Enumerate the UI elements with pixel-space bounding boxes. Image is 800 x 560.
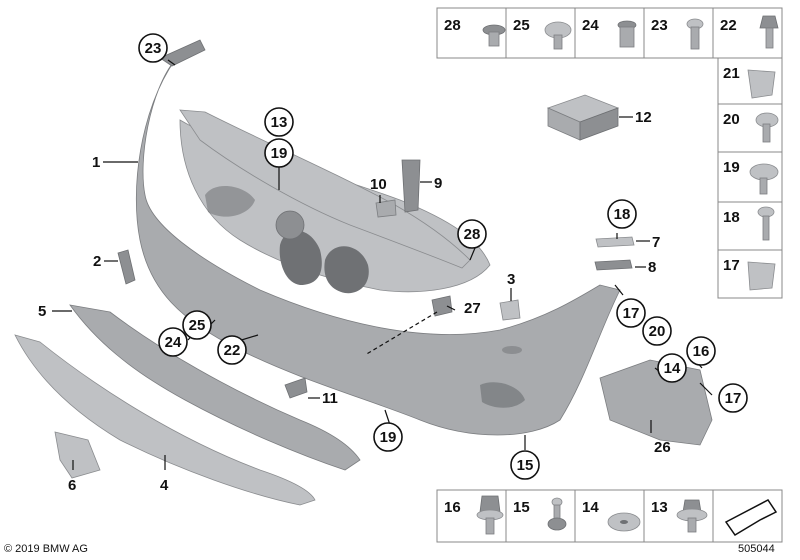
lower-spoiler-strips [14, 304, 361, 506]
small-bracket [375, 199, 397, 218]
svg-text:19: 19 [380, 429, 397, 446]
svg-text:15: 15 [517, 457, 534, 474]
callout-19: 19 [373, 422, 403, 452]
svg-text:14: 14 [664, 360, 681, 377]
callout-12: 12 [635, 109, 652, 126]
grid-top-label-25: 25 [513, 17, 530, 34]
callout-20: 20 [642, 316, 672, 346]
callout-10: 10 [370, 176, 387, 193]
spoiler-end-cap [54, 431, 101, 479]
callout-16: 16 [686, 336, 716, 366]
callout-18: 18 [607, 199, 637, 229]
trim-strip-upper [595, 236, 635, 248]
callout-6: 6 [68, 477, 76, 494]
svg-text:28: 28 [464, 226, 481, 243]
grid-right-label-17: 17 [723, 257, 740, 274]
grid-top-label-23: 23 [651, 17, 668, 34]
callout-7: 7 [652, 234, 660, 251]
direction-arrow-icon [724, 499, 778, 537]
callout-21: 19 [264, 138, 294, 168]
foam-block [546, 94, 620, 141]
fastener-grid-labels: 28 25 24 23 22 21 20 19 18 17 16 15 14 1… [444, 17, 740, 516]
callout-17a: 17 [616, 298, 646, 328]
fastener-20-icon [755, 112, 779, 143]
upper-grille-carrier [179, 109, 471, 269]
callout-1: 1 [92, 154, 100, 171]
grid-top-label-22: 22 [720, 17, 737, 34]
grid-right-label-21: 21 [723, 65, 740, 82]
svg-text:19: 19 [271, 145, 288, 162]
bumper-edge-tip [159, 39, 206, 67]
trim-strip-lower [594, 259, 633, 271]
callout-25: 25 [182, 310, 212, 340]
callout-14: 14 [657, 353, 687, 383]
callout-labels: 1 2 3 4 5 6 7 8 9 10 11 12 26 27 13 19 1… [38, 33, 748, 494]
tow-eye-cover [499, 299, 521, 321]
grid-bottom-label-15: 15 [513, 499, 530, 516]
callout-2: 2 [93, 253, 101, 270]
fastener-18-icon [757, 206, 775, 241]
center-bracket [401, 159, 421, 213]
callout-22: 22 [217, 335, 247, 365]
svg-text:24: 24 [165, 334, 182, 351]
callout-26: 26 [654, 439, 671, 456]
callout-13: 13 [264, 107, 294, 137]
callout-15: 15 [510, 450, 540, 480]
callout-24: 24 [158, 327, 188, 357]
grid-bottom-label-14: 14 [582, 499, 599, 516]
callout-23: 23 [138, 33, 168, 63]
fastener-22-icon [759, 15, 779, 49]
fastener-grid-bottom [436, 489, 783, 543]
svg-text:23: 23 [145, 40, 162, 57]
fastener-15-icon [547, 497, 567, 531]
fastener-14-icon [607, 512, 641, 532]
svg-text:20: 20 [649, 323, 666, 340]
fastener-19-icon [749, 163, 779, 195]
fastener-13-icon [676, 499, 708, 533]
grid-bottom-label-16: 16 [444, 499, 461, 516]
grid-right-label-18: 18 [723, 209, 740, 226]
fastener-17-icon [747, 261, 776, 291]
svg-text:25: 25 [189, 317, 206, 334]
side-mount-bracket [599, 359, 713, 446]
left-reflector [117, 249, 136, 285]
copyright-text: © 2019 BMW AG [4, 543, 88, 555]
fastener-28-icon [482, 24, 506, 47]
callout-9: 9 [434, 175, 442, 192]
callout-11: 11 [322, 390, 338, 407]
lower-small-bracket [284, 377, 308, 399]
fastener-grid-right [717, 57, 783, 299]
fastener-24-icon [617, 20, 637, 48]
bracket-clip [431, 295, 453, 317]
fastener-21-icon [747, 69, 776, 99]
grid-right-label-20: 20 [723, 111, 740, 128]
fastener-grid-top [436, 7, 783, 59]
fastener-25-icon [544, 21, 572, 50]
svg-text:18: 18 [614, 206, 631, 223]
svg-text:17: 17 [725, 390, 742, 407]
grid-top-label-28: 28 [444, 17, 461, 34]
fastener-16-icon [476, 495, 504, 535]
grid-bottom-label-13: 13 [651, 499, 668, 516]
grid-right-label-19: 19 [723, 159, 740, 176]
svg-text:13: 13 [271, 114, 288, 131]
svg-text:22: 22 [224, 342, 241, 359]
svg-text:16: 16 [693, 343, 710, 360]
callout-5: 5 [38, 303, 46, 320]
callout-28: 28 [457, 219, 487, 249]
callout-17b: 17 [718, 383, 748, 413]
fastener-23-icon [686, 18, 704, 50]
diagram-number: 505044 [738, 543, 775, 555]
callout-4: 4 [160, 477, 169, 494]
svg-text:17: 17 [623, 305, 640, 322]
callout-3: 3 [507, 271, 515, 288]
grid-top-label-24: 24 [582, 17, 599, 34]
callout-8: 8 [648, 259, 656, 276]
callout-27: 27 [464, 300, 481, 317]
